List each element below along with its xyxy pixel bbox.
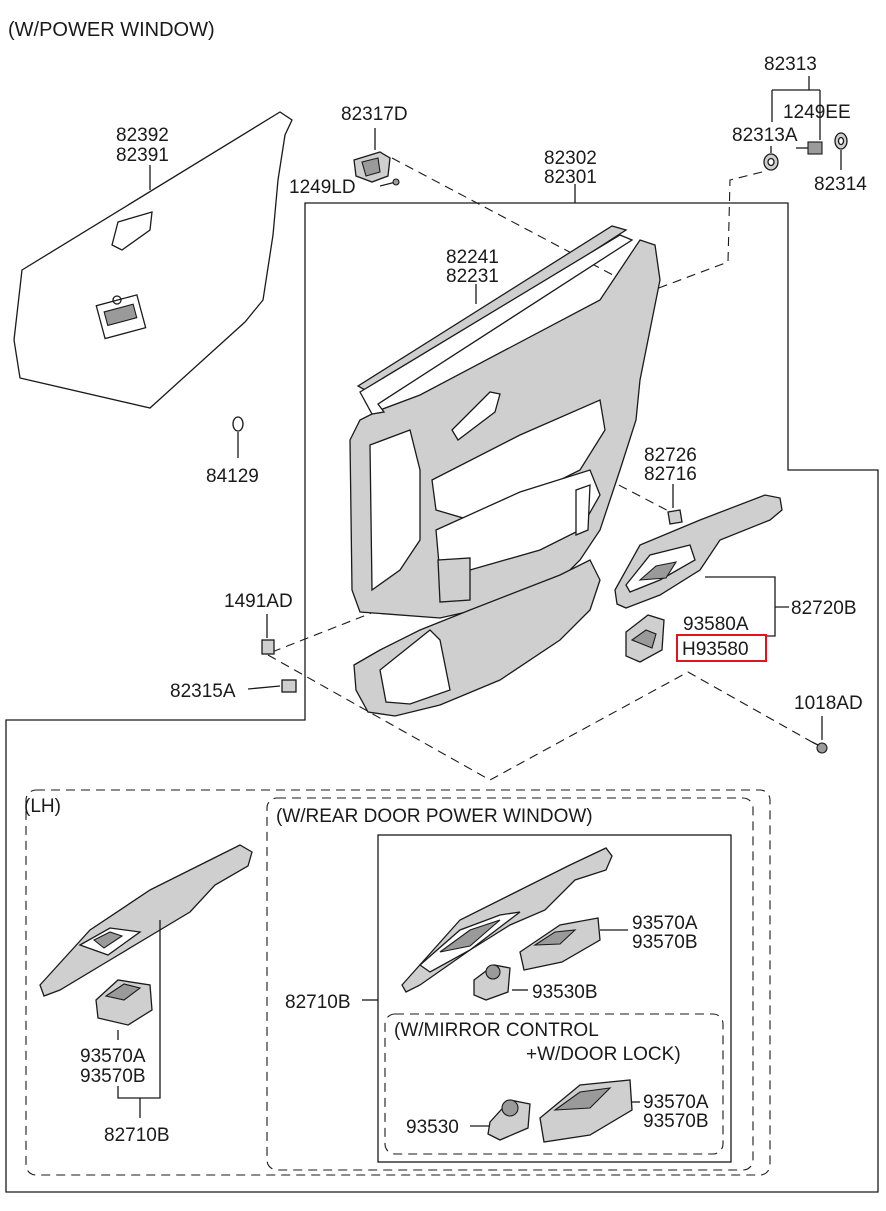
window-switch-93580-icon [625, 614, 665, 663]
label-82241: 82241 [446, 247, 499, 268]
clip-82315A-icon [281, 679, 297, 693]
rear-door-option-box [266, 797, 754, 1171]
map-pocket-icon [353, 559, 601, 717]
label-82317D: 82317D [341, 104, 408, 125]
label-rear-93570B: 93570B [632, 932, 698, 953]
lh-switch-icon [95, 979, 153, 1026]
label-1249LD: 1249LD [289, 177, 356, 198]
label-82392: 82392 [116, 125, 169, 146]
rear-door-assembly-box [377, 834, 732, 1163]
mirror-box-title-line2: +W/DOOR LOCK) [526, 1044, 681, 1065]
label-82314: 82314 [814, 174, 867, 195]
label-82301: 82301 [544, 167, 597, 188]
label-lh-93570A: 93570A [80, 1046, 146, 1067]
label-lh-82710B: 82710B [104, 1125, 170, 1146]
label-1491AD: 1491AD [224, 591, 293, 612]
leader-82720B [705, 576, 789, 637]
lh-armrest-icon [39, 844, 253, 997]
label-1249EE: 1249EE [783, 102, 851, 123]
label-82231: 82231 [446, 266, 499, 287]
clip-82314-icon [834, 132, 848, 150]
label-82716: 82716 [644, 464, 697, 485]
label-93580A: 93580A [683, 614, 749, 635]
leader-lh-82710B [117, 920, 161, 1099]
main-frame-outline [5, 202, 879, 1193]
leader-82315A [247, 685, 281, 690]
rear-box-title: (W/REAR DOOR POWER WINDOW) [276, 806, 593, 827]
door-trim-panel-icon [349, 239, 661, 619]
label-82391: 82391 [116, 145, 169, 166]
diagram-title: (W/POWER WINDOW) [8, 19, 215, 41]
rear-armrest-icon [401, 847, 613, 993]
label-82302: 82302 [544, 148, 597, 169]
label-84129: 84129 [206, 466, 259, 487]
label-lh-93570B: 93570B [80, 1066, 146, 1087]
label-mirror-93570A: 93570A [643, 1092, 709, 1113]
switch-93570-rear-icon [519, 917, 601, 971]
label-1018AD: 1018AD [794, 693, 863, 714]
mirror-box-title-line1: (W/MIRROR CONTROL [394, 1020, 599, 1041]
label-mirror-93570B: 93570B [643, 1111, 709, 1132]
dash-82313A [647, 171, 763, 293]
label-82720B: 82720B [791, 598, 857, 619]
label-82315A: 82315A [170, 681, 236, 702]
clip-1491AD-icon [261, 639, 275, 655]
switch-93570-mirror-icon [539, 1079, 633, 1143]
label-82726: 82726 [644, 445, 697, 466]
label-rear-93570A: 93570A [632, 913, 698, 934]
label-rear-82710B: 82710B [285, 992, 351, 1013]
lh-option-box [25, 789, 771, 1176]
dash-82317D [391, 157, 646, 293]
weatherstrip-82241-icon [356, 225, 634, 415]
bolt-1249EE-icon [796, 141, 823, 155]
label-82313A: 82313A [732, 125, 798, 146]
switch-93530-icon [487, 1099, 531, 1141]
mirror-control-option-box [384, 1013, 724, 1155]
highlight-box-h93580 [676, 634, 767, 662]
armrest-82720B-icon [614, 494, 783, 609]
label-93530: 93530 [406, 1117, 459, 1138]
label-82313: 82313 [764, 54, 817, 75]
bracket-82317D-icon [353, 151, 391, 183]
switch-93530B-icon [473, 964, 511, 1001]
screw-1018AD-icon [811, 741, 828, 754]
lh-box-title: (LH) [24, 796, 61, 817]
clip-84129-icon [232, 416, 244, 432]
nut-82313A-icon [763, 153, 779, 171]
dash-82726 [589, 469, 681, 518]
dash-1018AD [267, 654, 813, 781]
door-trim-pad [13, 111, 293, 409]
label-93530B: 93530B [532, 982, 598, 1003]
clip-82726-icon [667, 509, 683, 525]
label-H93580: H93580 [682, 639, 749, 660]
screw-1249LD-icon [379, 178, 400, 187]
